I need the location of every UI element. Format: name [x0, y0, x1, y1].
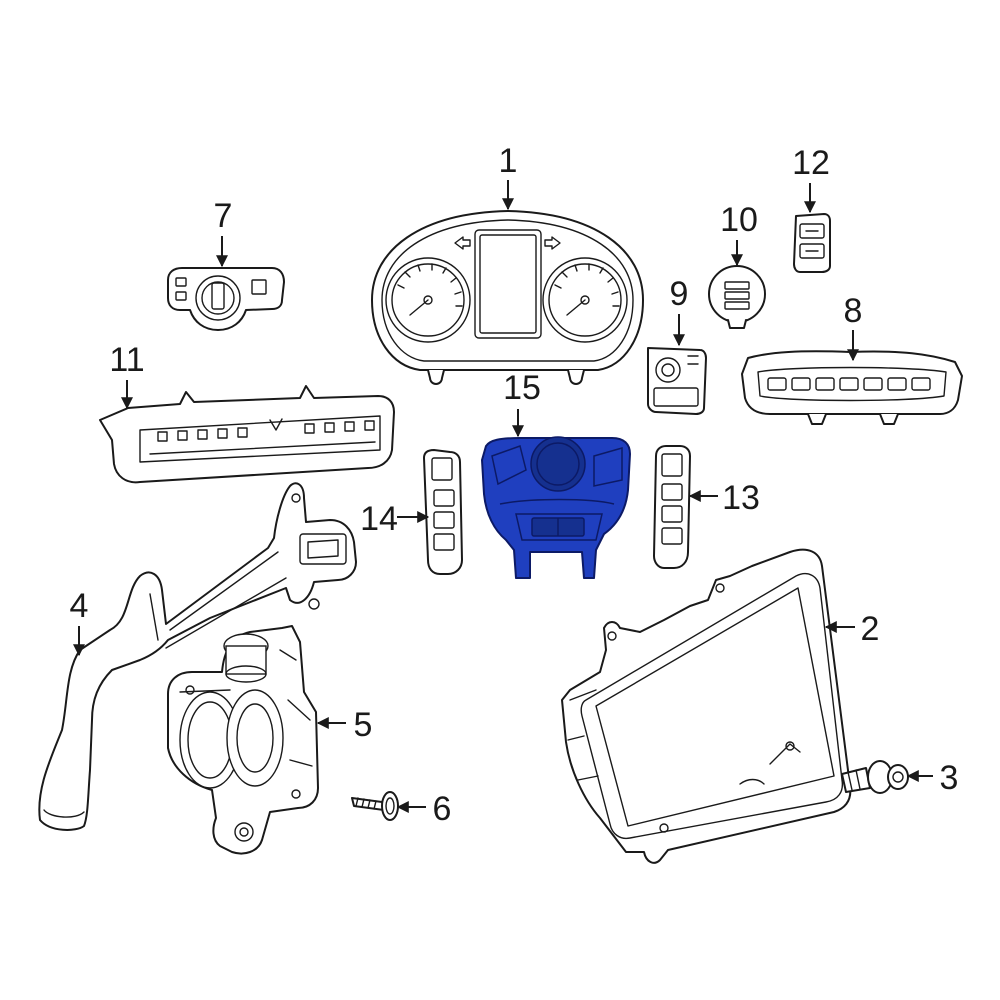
callout-2: 2 [861, 610, 880, 648]
climate-control-panel[interactable] [741, 350, 963, 425]
leader-lines [73, 180, 933, 813]
callout-14: 14 [360, 500, 398, 538]
callout-9: 9 [670, 275, 689, 313]
callout-4: 4 [70, 587, 89, 625]
switch-module-9[interactable] [647, 347, 707, 415]
steering-switch-right-13[interactable] [653, 445, 691, 569]
callout-8: 8 [844, 292, 863, 330]
steering-column-tube[interactable] [38, 482, 357, 831]
callout-11: 11 [109, 341, 144, 379]
callout-7: 7 [214, 197, 233, 235]
callout-3: 3 [940, 759, 959, 797]
screw-6[interactable] [351, 791, 399, 821]
instrument-cluster[interactable] [371, 210, 644, 385]
callout-5: 5 [354, 706, 373, 744]
light-switch[interactable] [167, 267, 285, 331]
clip-3[interactable] [841, 760, 909, 794]
switch-module-12[interactable] [793, 213, 831, 273]
steering-lock-assembly[interactable] [167, 625, 319, 855]
callout-13: 13 [722, 479, 760, 517]
steering-switch-left-14[interactable] [423, 449, 463, 575]
button-strip-11[interactable] [99, 385, 395, 484]
callout-6: 6 [433, 790, 452, 828]
callout-1: 1 [499, 142, 518, 180]
callout-12: 12 [792, 144, 830, 182]
callout-labels: 1 2 3 4 5 6 7 8 9 10 11 12 13 14 15 [70, 142, 959, 828]
callout-15: 15 [503, 369, 541, 407]
touchpad-controller-highlighted[interactable] [481, 436, 631, 579]
display-screen[interactable] [561, 548, 852, 864]
callout-10: 10 [720, 201, 758, 239]
round-switch-10[interactable] [708, 265, 766, 329]
